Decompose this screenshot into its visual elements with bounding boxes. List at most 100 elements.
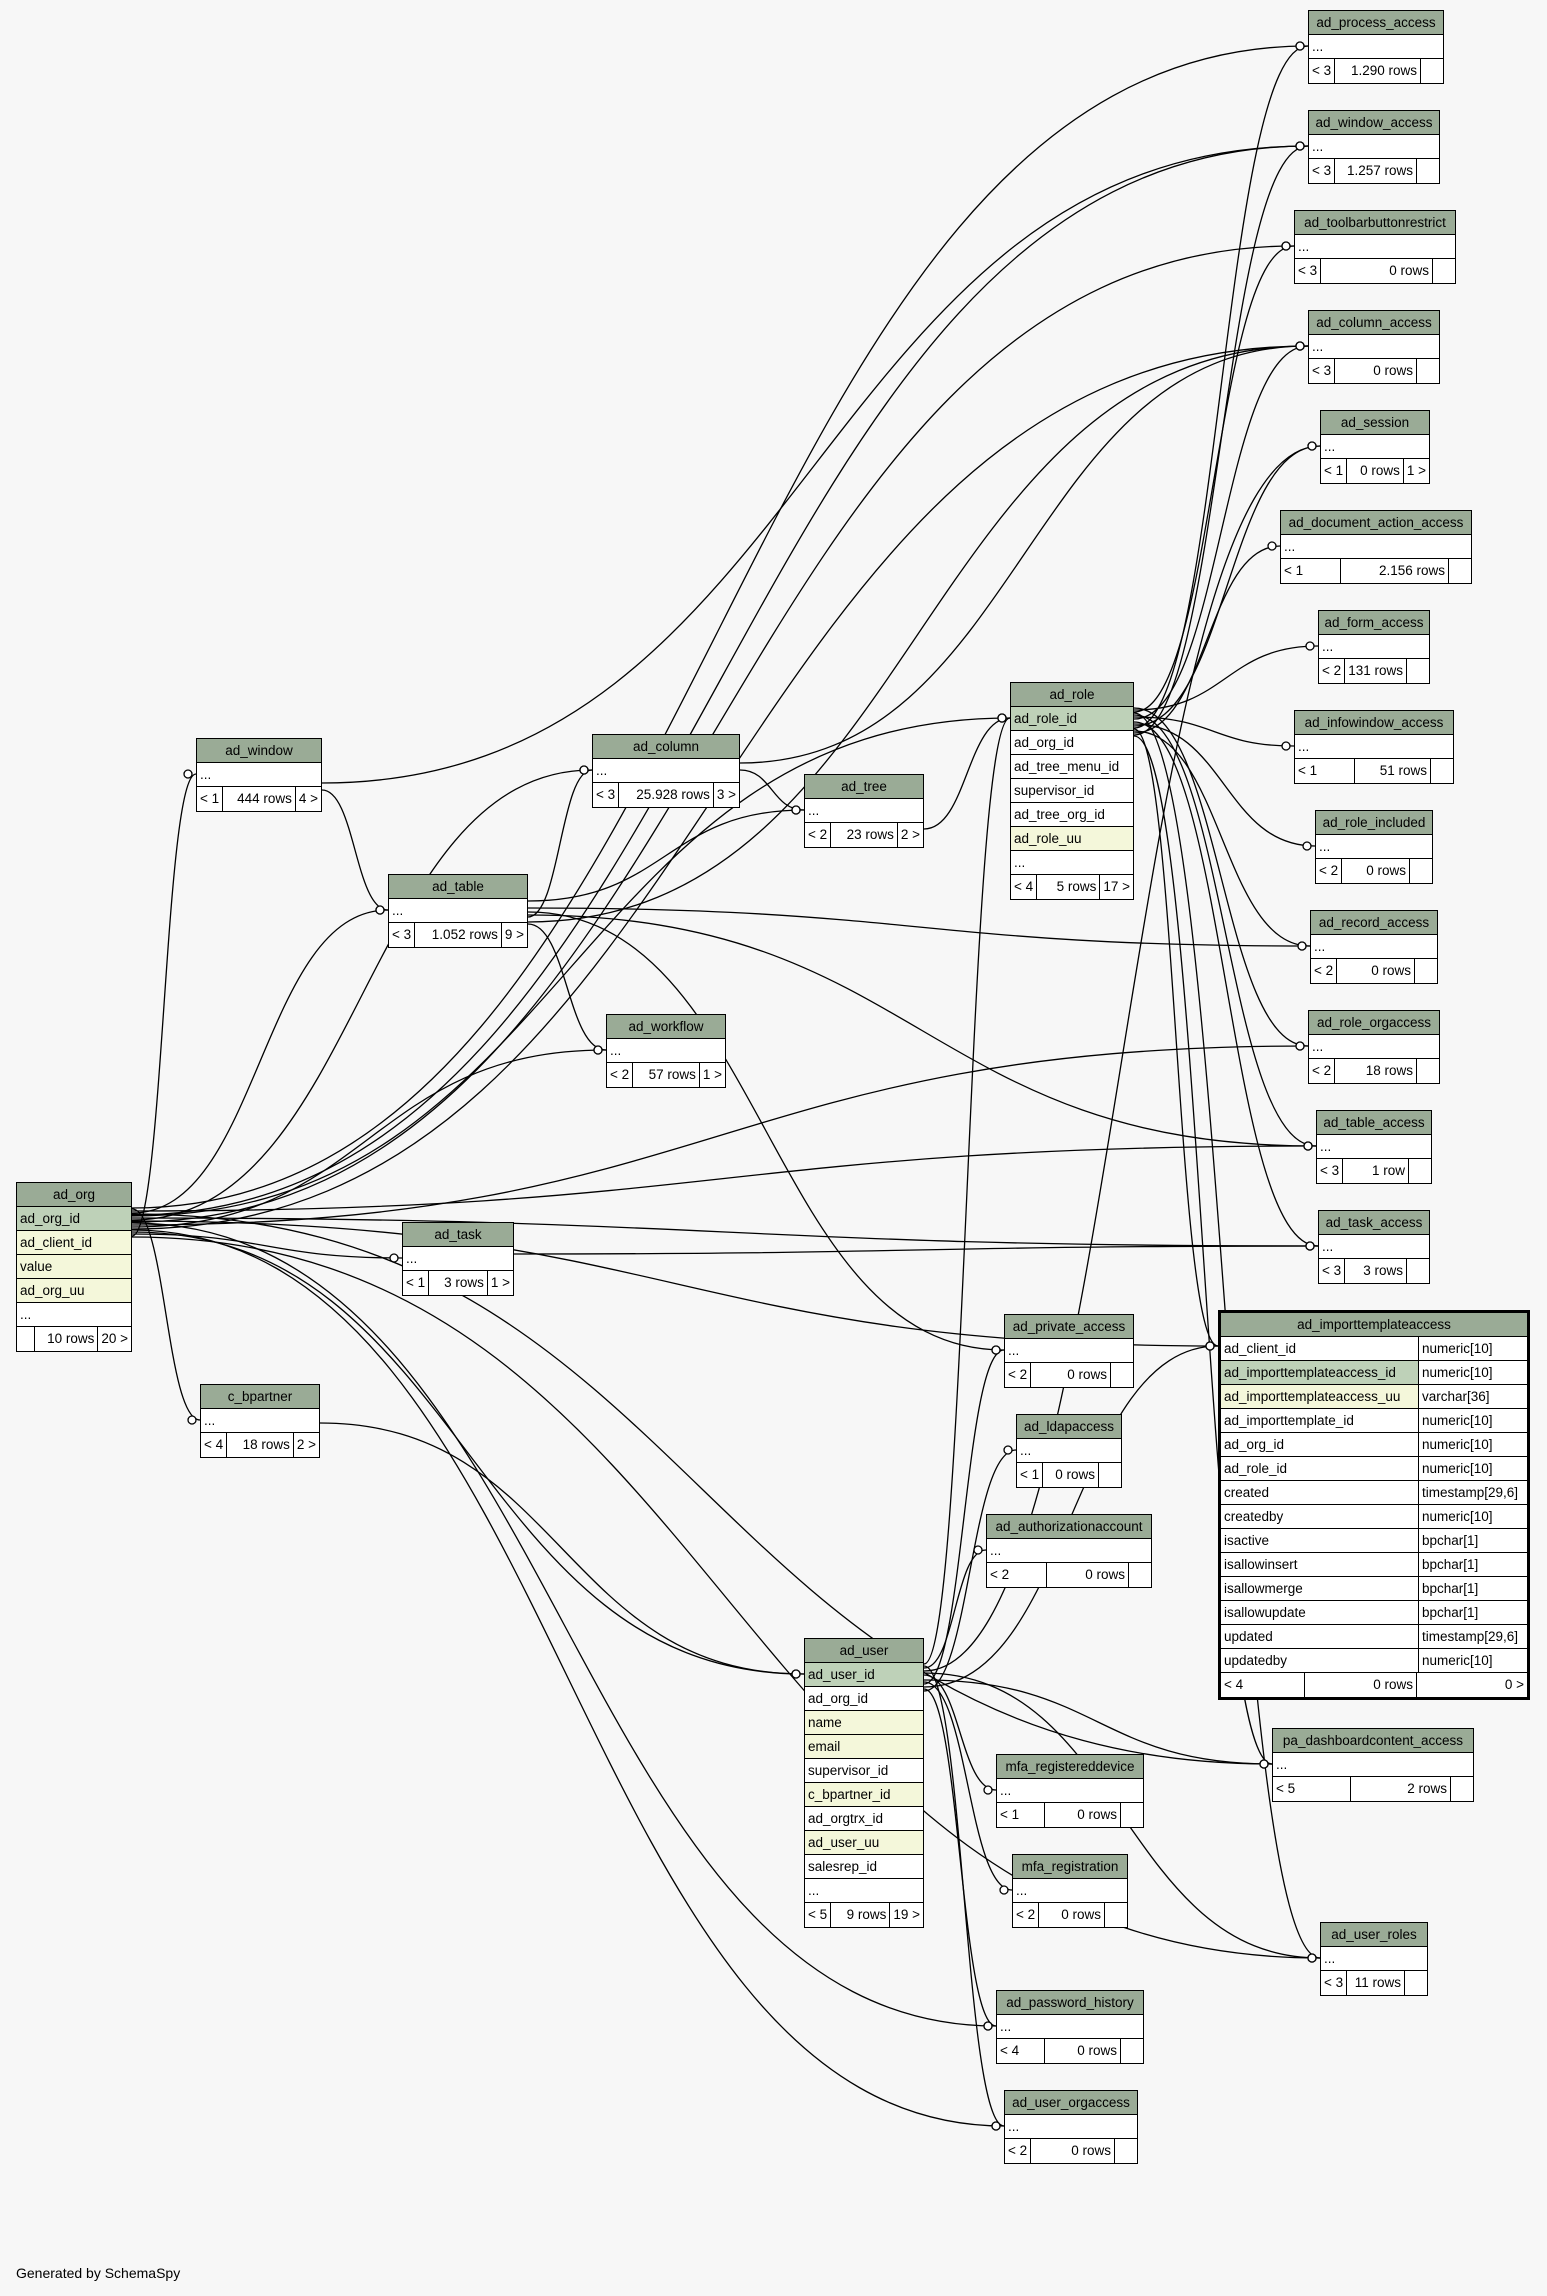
relationship-ad_task_access-ad_org [131,1217,1319,1247]
optional-marker [991,2121,1001,2131]
column-row: ... [1309,335,1439,359]
column-row: ... [389,899,527,923]
relationship-c_bpartner-ad_org [131,1208,201,1421]
relationship-ad_user-ad_org [131,1231,805,1675]
relationship-ad_process_access-ad_role [1133,45,1309,729]
table-ad_role[interactable]: ad_role ad_role_id ad_org_id ad_tree_men… [1010,682,1134,900]
relationship-ad_task_access-ad_task [513,1245,1319,1255]
optional-marker [983,2021,993,2031]
relationship-ad_window_access-ad_org [131,145,1309,1216]
table-name: ad_role_included [1316,811,1432,835]
optional-marker [973,1545,983,1555]
column-row: ... [403,1247,513,1271]
table-name: ad_window [197,739,321,763]
table-name: ad_task_access [1319,1211,1429,1235]
table-ad_org[interactable]: ad_org ad_org_id ad_client_id value ad_o… [16,1182,132,1352]
relationship-ad_task_access-ad_role [1133,721,1319,1247]
column-row: ... [1013,1879,1127,1903]
optional-marker [183,769,193,779]
table-name: ad_document_action_access [1281,511,1471,535]
optional-marker [1267,541,1277,551]
column-row: ... [1295,735,1453,759]
column-ad_org_id: ad_org_id [805,1687,923,1711]
relationship-ad_tree-ad_table [527,809,805,902]
relationship-ad_infowindow_access-ad_role [1133,716,1295,747]
optional-marker [983,1785,993,1795]
column-salesrep_id: salesrep_id [805,1855,923,1879]
relationship-ad_toolbarbuttonrestrict-ad_role [1133,245,1295,713]
optional-marker [1302,841,1312,851]
optional-marker [1295,41,1305,51]
optional-marker [1295,141,1305,151]
table-name: ad_tree [805,775,923,799]
table-name: ad_infowindow_access [1295,711,1453,735]
relationship-pa_dashboardcontent_access-ad_org [131,1213,1273,1765]
table-name: c_bpartner [201,1385,319,1409]
table-name: pa_dashboardcontent_access [1273,1729,1473,1753]
relationship-ad_column-ad_table [527,769,593,918]
column-row: ... [1281,535,1471,559]
table-name: ad_private_access [1005,1315,1133,1339]
column-ad_tree_org_id: ad_tree_org_id [1011,803,1133,827]
relationship-ad_process_access-ad_org [131,45,1309,1209]
relationship-ad_role-ad_user [923,717,1011,1665]
column-row: ... [1295,235,1455,259]
relationship-pa_dashboardcontent_access-ad_role [1133,735,1273,1765]
column-row: ... [1311,935,1437,959]
relationship-ad_column_access-ad_role [1133,345,1309,720]
table-name: mfa_registereddevice [997,1755,1143,1779]
table-name: ad_ldapaccess [1017,1415,1121,1439]
optional-marker [991,1345,1001,1355]
column-row: ... [1309,35,1443,59]
relationship-ad_record_access-ad_role [1133,730,1311,947]
column-row: ... [1005,2115,1137,2139]
relationship-ad_private_access-ad_user [923,1349,1005,1685]
column-row: ... [1017,1439,1121,1463]
relationship-ad_session-ad_role [1133,445,1321,727]
table-ad_user[interactable]: ad_user ad_user_id ad_org_id name email … [804,1638,924,1928]
